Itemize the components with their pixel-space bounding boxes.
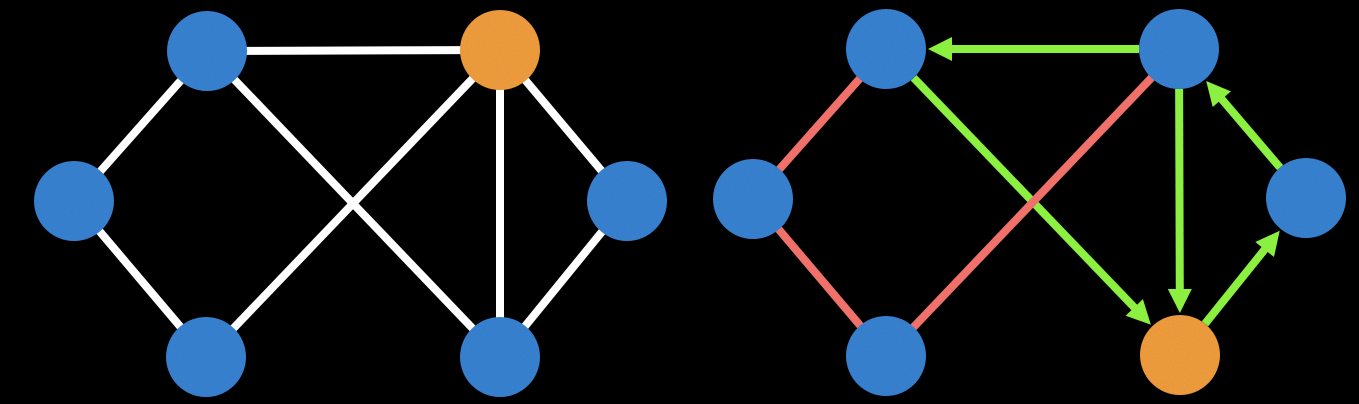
edge-bottom-left-to-top-right xyxy=(883,46,1182,359)
edge-top-right-to-bottom-left xyxy=(203,47,503,360)
left-graph-nodes xyxy=(34,10,667,397)
node-bottom-left xyxy=(166,317,246,397)
left-graph-edges xyxy=(70,46,631,360)
edge-top-left-to-bottom-right xyxy=(910,75,1151,325)
edge-top-right-to-bottom-right xyxy=(1167,88,1192,313)
edge-mid-right-to-top-right xyxy=(1206,81,1284,171)
arrowhead-icon xyxy=(1255,230,1280,257)
arrowhead-icon xyxy=(1206,81,1231,107)
node-bottom-right xyxy=(460,317,540,397)
node-bottom-left xyxy=(846,316,926,396)
right-graph-nodes xyxy=(713,9,1346,396)
arrow-shaft xyxy=(910,75,1139,312)
node-mid-right xyxy=(1266,158,1346,238)
arrow-shaft xyxy=(1201,245,1270,327)
edge-top-right-to-top-left xyxy=(928,37,1139,61)
node-mid-right xyxy=(587,161,667,241)
right-graph xyxy=(713,9,1346,396)
arrow-shaft xyxy=(1217,95,1284,171)
edge-top-left-to-top-right xyxy=(206,46,501,55)
right-graph-edges xyxy=(749,37,1284,359)
arrowhead-icon xyxy=(1167,289,1192,313)
node-mid-left xyxy=(713,159,793,239)
arrowhead-icon xyxy=(928,37,952,61)
node-mid-left xyxy=(34,161,114,241)
left-graph xyxy=(34,10,667,397)
node-bottom-right xyxy=(1140,315,1220,395)
arrow-shaft xyxy=(1175,88,1184,292)
edge-bottom-right-to-mid-right xyxy=(1201,230,1280,327)
arrowhead-icon xyxy=(1125,299,1151,325)
node-top-right xyxy=(460,10,540,90)
node-top-right xyxy=(1139,9,1219,89)
node-top-left xyxy=(167,11,247,91)
node-top-left xyxy=(846,9,926,89)
